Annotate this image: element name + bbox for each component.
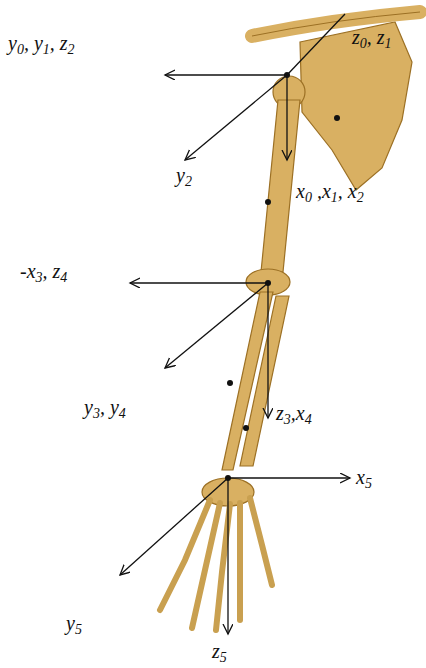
- axes: [120, 14, 350, 634]
- axis-arrow: [120, 478, 228, 575]
- axis-arrow: [286, 75, 287, 160]
- axis-arrow: [227, 478, 228, 634]
- axis-arrow: [165, 283, 268, 368]
- marker-dots: [225, 72, 340, 481]
- axis-label: y2: [176, 164, 192, 190]
- axis-label: y5: [66, 612, 82, 638]
- axis-label: y3, y4: [84, 396, 126, 422]
- axis-arrow: [267, 283, 268, 418]
- axis-arrow: [165, 74, 287, 75]
- axis-label: y0, y1, z2: [8, 32, 75, 58]
- axis-label: z5: [212, 640, 227, 666]
- radius: [240, 296, 289, 466]
- axis-arrow: [228, 477, 350, 478]
- axis-line: [287, 14, 345, 75]
- axis-arrow: [130, 282, 268, 283]
- axis-label: x5: [356, 466, 372, 492]
- bones: [160, 12, 420, 630]
- axis-arrow: [185, 75, 287, 160]
- fingers: [160, 498, 272, 630]
- axis-label: x0 ,x1, x2: [296, 180, 364, 206]
- scapula: [300, 22, 412, 190]
- axis-label: z3,x4: [276, 402, 312, 428]
- humerus: [261, 100, 300, 272]
- axis-label: z0, z1: [352, 26, 392, 52]
- axis-label: -x3, z4: [20, 260, 67, 286]
